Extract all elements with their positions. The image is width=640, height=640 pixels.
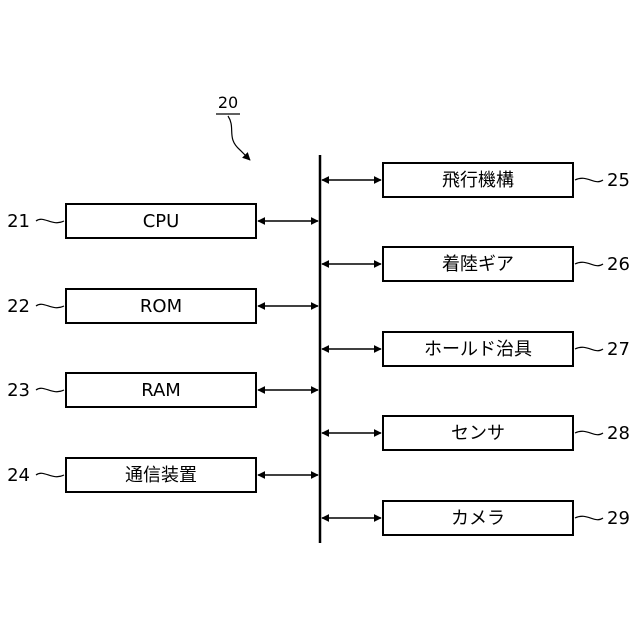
left-component-2: ROM 22	[7, 289, 318, 323]
left-component-label: 通信装置	[125, 465, 197, 486]
reference-leader	[575, 262, 603, 265]
right-component-4: センサ 28	[322, 416, 630, 450]
right-component-label: ホールド治具	[424, 339, 532, 360]
right-component-1: 飛行機構 25	[322, 163, 630, 197]
reference-leader	[575, 178, 603, 181]
reference-leader	[575, 516, 603, 519]
reference-numeral: 26	[607, 254, 630, 275]
left-component-label: ROM	[140, 296, 182, 317]
reference-numeral: 27	[607, 339, 630, 360]
reference-numeral: 28	[607, 423, 630, 444]
left-component-label: CPU	[143, 211, 180, 232]
reference-numeral: 25	[607, 170, 630, 191]
left-component-3: RAM 23	[7, 373, 318, 407]
right-component-5: カメラ 29	[322, 501, 630, 535]
reference-numeral: 21	[7, 211, 30, 232]
reference-leader	[36, 388, 64, 391]
left-components: CPU 21ROM 22RAM 23 通信装置 24	[7, 204, 318, 492]
left-component-label: RAM	[141, 380, 181, 401]
system-ref-label: 20	[218, 93, 238, 112]
right-component-3: ホールド治具 27	[322, 332, 630, 366]
right-components: 飛行機構 25 着陸ギア 26 ホールド治具 27 センサ 28 カメラ 29	[322, 163, 630, 535]
right-component-label: カメラ	[451, 508, 505, 529]
reference-numeral: 24	[7, 465, 30, 486]
left-component-4: 通信装置 24	[7, 458, 318, 492]
right-component-label: 着陸ギア	[442, 254, 514, 275]
reference-leader	[36, 219, 64, 222]
reference-leader	[575, 347, 603, 350]
right-component-2: 着陸ギア 26	[322, 247, 630, 281]
reference-numeral: 23	[7, 380, 30, 401]
reference-leader	[36, 304, 64, 307]
reference-numeral: 22	[7, 296, 30, 317]
reference-leader	[575, 431, 603, 434]
left-component-1: CPU 21	[7, 204, 318, 238]
reference-numeral: 29	[607, 508, 630, 529]
right-component-label: 飛行機構	[442, 170, 514, 191]
right-component-label: センサ	[451, 423, 505, 444]
system-ref-pointer	[228, 116, 250, 160]
reference-leader	[36, 473, 64, 476]
